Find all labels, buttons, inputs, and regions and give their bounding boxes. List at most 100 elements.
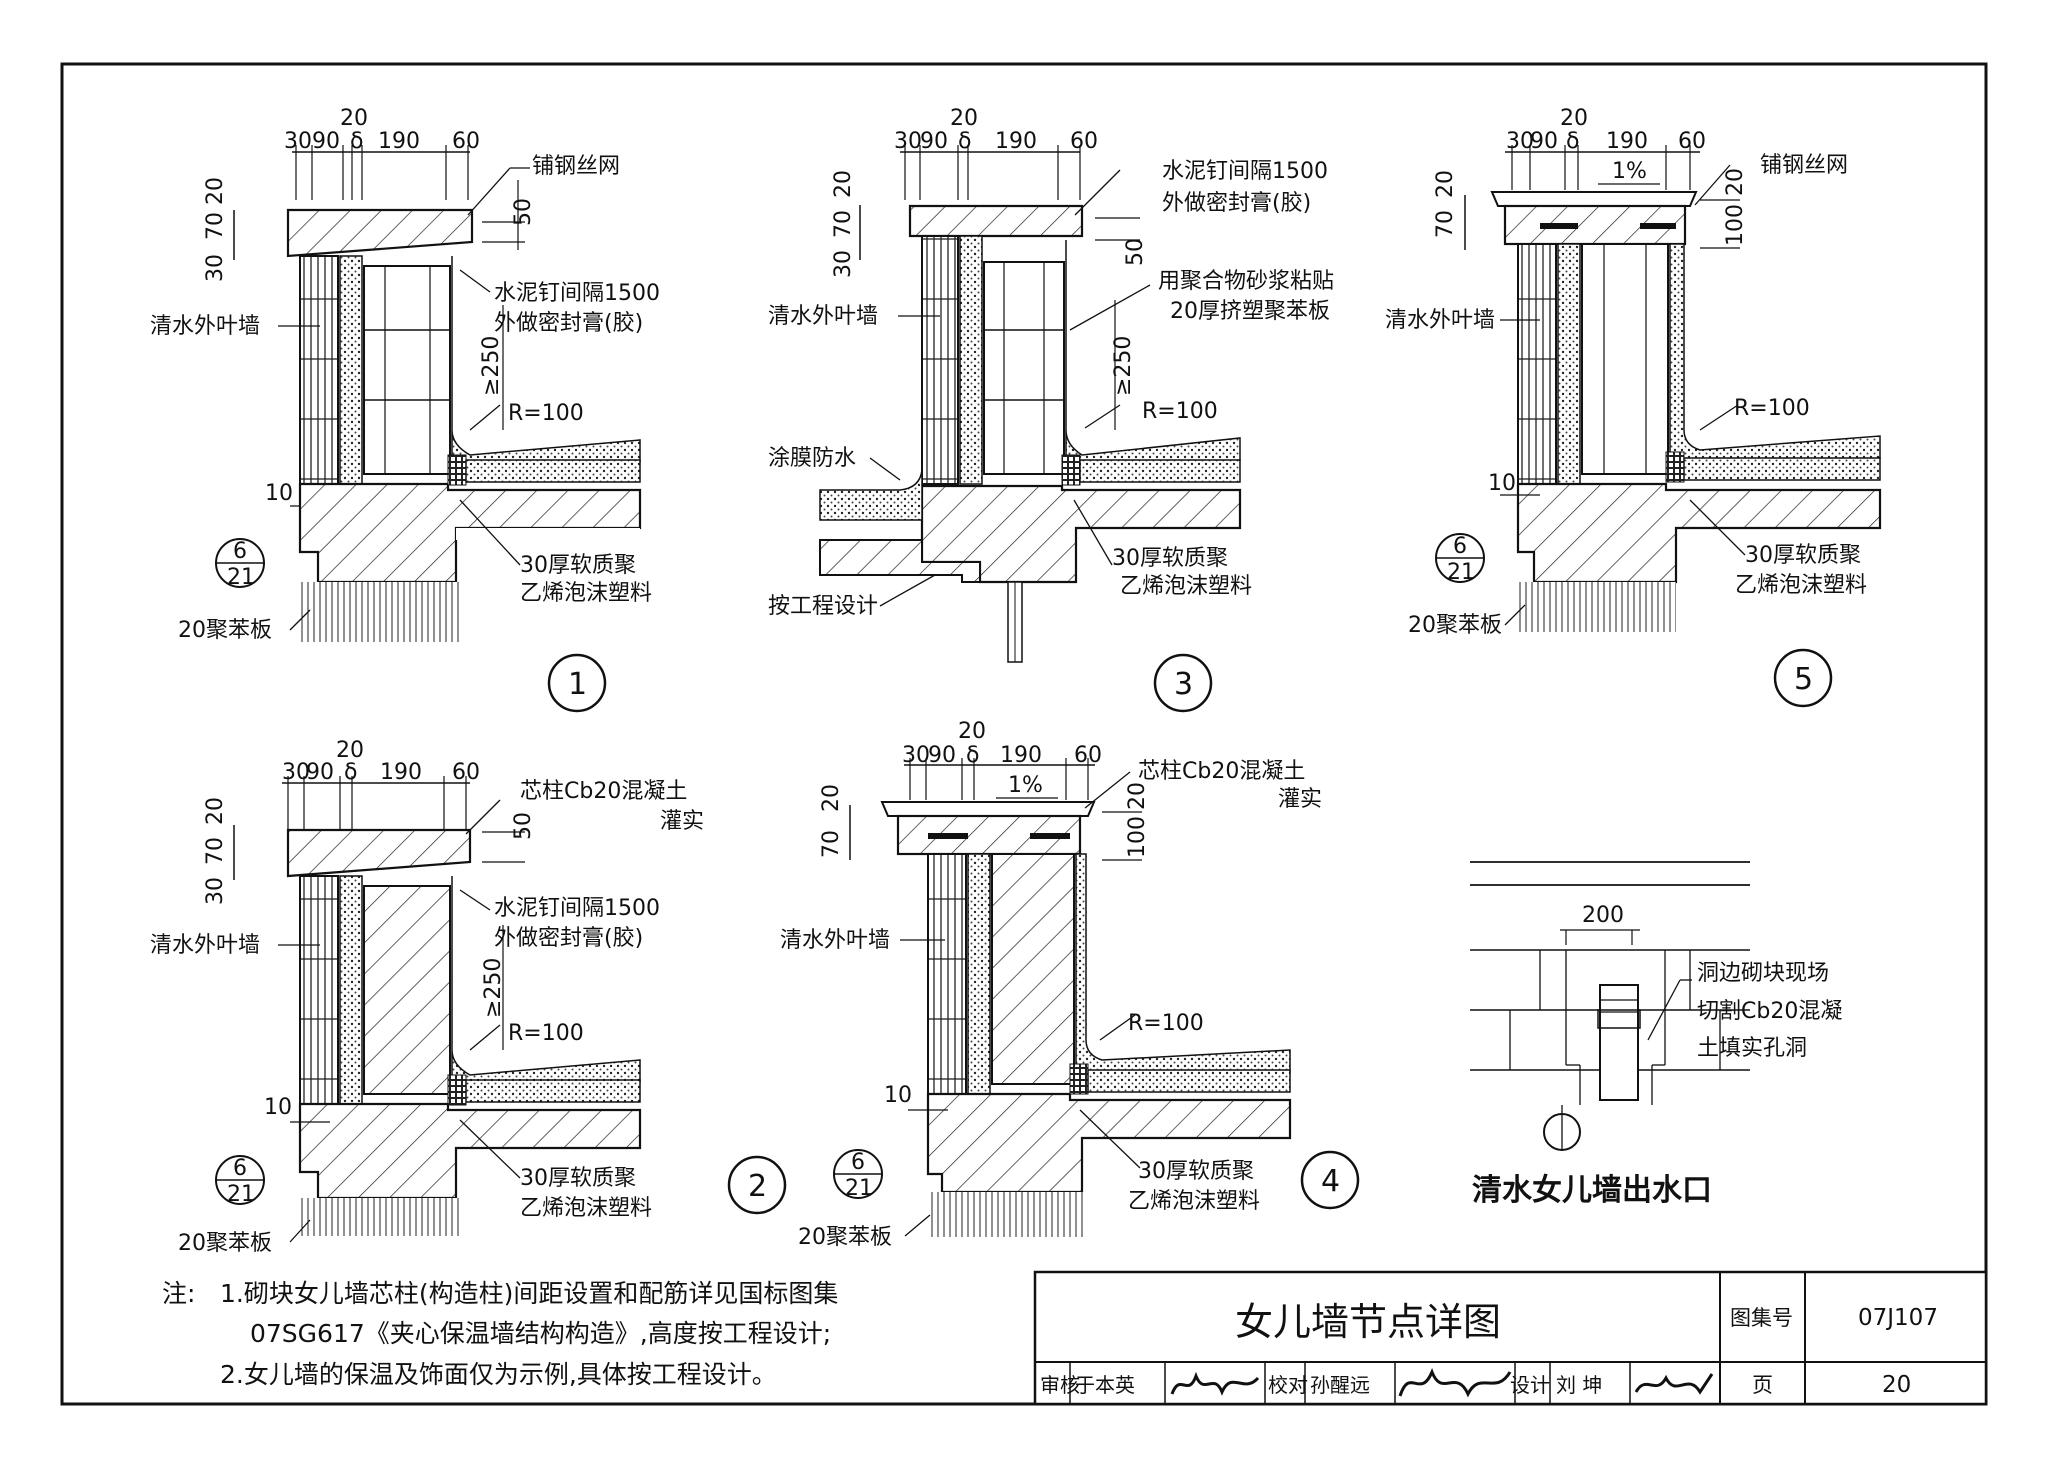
d5-dim-joint: 10 (1488, 471, 1516, 496)
notes-line-3: 2.女儿墙的保温及饰面仅为示例,具体按工程设计。 (220, 1360, 777, 1389)
d4-ref-bottom: 21 (845, 1176, 873, 1201)
d5-label-steel-mesh: 铺钢丝网 (1760, 153, 1848, 178)
d3-dim-cap-h: 50 (1123, 238, 1148, 266)
dim-90: 90 (312, 129, 340, 154)
d5-dim-60: 60 (1678, 129, 1706, 154)
d5-label-face-wall: 清水外叶墙 (1385, 308, 1495, 333)
ref-bottom: 21 (227, 565, 255, 590)
label-radius: R=100 (508, 401, 584, 426)
d4-dim-left-70: 70 (819, 830, 844, 858)
page-label: 页 (1752, 1373, 1773, 1397)
d3-label-nail-2: 外做密封膏(胶) (1162, 191, 1311, 216)
d3-dim-left-20: 20 (831, 170, 856, 198)
dim-joint: 10 (265, 481, 293, 506)
outlet-dim-200: 200 (1582, 903, 1624, 928)
dim-30: 30 (284, 129, 312, 154)
outlet-label-2: 切割Cb20混凝 (1697, 999, 1842, 1024)
d4-slope: 1% (1008, 773, 1043, 798)
d2-dim-190: 190 (380, 760, 422, 785)
d2-dim-left-20: 20 (203, 797, 228, 825)
notes-line-1: 1.砌块女儿墙芯柱(构造柱)间距设置和配筋详见国标图集 (220, 1279, 838, 1308)
d3-label-polymer-2: 20厚挤塑聚苯板 (1170, 299, 1330, 324)
outlet-label-1: 洞边砌块现场 (1697, 961, 1829, 986)
outlet-label-3: 土填实孔洞 (1697, 1036, 1807, 1061)
label-steel-mesh: 铺钢丝网 (532, 154, 620, 179)
d5-dim-gap: 20 (1560, 106, 1588, 131)
checker-signature (1398, 1368, 1512, 1398)
detail-4-number: 4 (1321, 1164, 1340, 1199)
designer: 刘 坤 (1556, 1373, 1602, 1397)
d4-dim-90: 90 (928, 743, 956, 768)
d3-dim-gap: 20 (950, 106, 978, 131)
checker: 孙醒远 (1310, 1373, 1370, 1397)
d2-label-core-col-1: 芯柱Cb20混凝土 (520, 779, 687, 804)
d2-dim-60: 60 (452, 760, 480, 785)
d2-dim-cap-h: 50 (511, 812, 536, 840)
d4-dim-20: 20 (1125, 782, 1150, 810)
d2-label-eps-board: 20聚苯板 (178, 1231, 272, 1256)
d2-dim-joint: 10 (264, 1095, 292, 1120)
atlas-no: 07J107 (1858, 1305, 1938, 1331)
title-block: 女儿墙节点详图 图集号 07J107 页 20 审核 于本英 校对 孙醒远 设计… (1033, 1270, 1988, 1406)
d2-ref-bottom: 21 (227, 1182, 255, 1207)
label-nail-2: 外做密封膏(胶) (494, 311, 643, 336)
d5-label-radius: R=100 (1734, 396, 1810, 421)
d3-label-face-wall: 清水外叶墙 (768, 304, 878, 329)
d5-dim-190: 190 (1606, 129, 1648, 154)
d5-label-eps-board: 20聚苯板 (1408, 613, 1502, 638)
d2-dim-height: ≥250 (481, 958, 506, 1018)
dim-height: ≥250 (479, 336, 504, 396)
atlas-no-label: 图集号 (1730, 1306, 1793, 1330)
d3-dim-60: 60 (1070, 129, 1098, 154)
drawing-title: 女儿墙节点详图 (1235, 1300, 1501, 1344)
d2-dim-90: 90 (306, 760, 334, 785)
d3-dim-left-30: 30 (831, 250, 856, 278)
d3-dim-delta: δ (958, 129, 971, 154)
d2-dim-left-30: 30 (203, 877, 228, 905)
outlet-title: 清水女儿墙出水口 (1472, 1173, 1712, 1208)
d3-dim-190: 190 (995, 129, 1037, 154)
d4-dim-joint: 10 (884, 1083, 912, 1108)
reviewer-signature (1170, 1371, 1260, 1396)
d3-label-radius: R=100 (1142, 399, 1218, 424)
detail-2-marker (727, 1155, 787, 1215)
coping-slab (286, 208, 474, 258)
ref-top: 6 (233, 539, 247, 564)
d3-dim-height: ≥250 (1111, 336, 1136, 396)
d3-label-by-design: 按工程设计 (768, 594, 878, 619)
label-eps-board: 20聚苯板 (178, 618, 272, 643)
d5-dim-90: 90 (1530, 129, 1558, 154)
d3-label-polymer-1: 用聚合物砂浆粘贴 (1158, 269, 1334, 294)
label-nail-1: 水泥钉间隔1500 (494, 281, 660, 306)
check-label: 校对 (1268, 1373, 1308, 1397)
detail-1-number: 1 (568, 667, 587, 702)
d5-dim-30: 30 (1506, 129, 1534, 154)
label-face-wall: 清水外叶墙 (150, 314, 260, 339)
review-label: 审核 (1040, 1373, 1080, 1397)
dim-60: 60 (452, 129, 480, 154)
d4-dim-left-20: 20 (819, 784, 844, 812)
notes-prefix: 注: (162, 1279, 195, 1308)
inner-block-wall (363, 265, 451, 475)
label-soft-foam-1: 30厚软质聚 (520, 553, 636, 578)
detail-1-dims: 20 30 90 δ 190 60 30 70 20 50 ≥250 10 (203, 106, 536, 507)
outlet-detail: 200 洞边砌块现场 切割Cb20混凝 土填实孔洞 清水女儿墙出水口 (1470, 861, 1842, 1208)
dim-left-30: 30 (203, 254, 228, 282)
detail-3-number: 3 (1174, 667, 1193, 702)
d3-dim-30: 30 (894, 129, 922, 154)
d5-dim-100: 100 (1723, 204, 1748, 246)
design-label: 设计 (1510, 1373, 1550, 1397)
d5-ref-bottom: 21 (1447, 560, 1475, 585)
notes: 注: 1.砌块女儿墙芯柱(构造柱)间距设置和配筋详见国标图集 07SG617《夹… (162, 1279, 838, 1389)
d3-dim-left-70: 70 (831, 210, 856, 238)
detail-2-number: 2 (748, 1169, 767, 1204)
d3-label-nail-1: 水泥钉间隔1500 (1162, 159, 1328, 184)
page-no: 20 (1882, 1372, 1911, 1398)
d3-label-soft-foam-2: 乙烯泡沫塑料 (1120, 574, 1252, 599)
detail-3: 20 30 90 δ 190 60 30 70 20 50 ≥250 水泥钉间隔… (768, 106, 1334, 713)
d2-label-soft-foam-2: 乙烯泡沫塑料 (520, 1196, 652, 1221)
designer-signature (1634, 1373, 1714, 1395)
d5-slope: 1% (1612, 159, 1647, 184)
d2-label-nail-1: 水泥钉间隔1500 (494, 896, 660, 921)
